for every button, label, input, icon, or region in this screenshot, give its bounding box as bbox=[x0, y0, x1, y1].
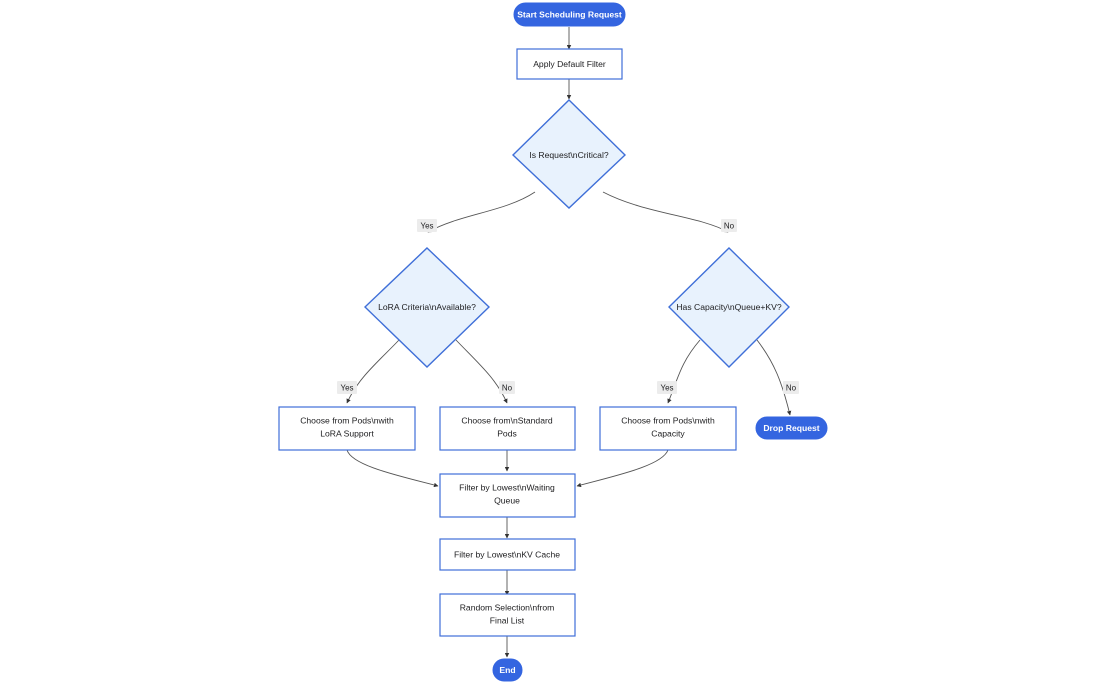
node-lora-criteria-available[interactable]: LoRA Criteria\nAvailable? bbox=[363, 247, 491, 368]
node-filter-waiting-queue-shape[interactable] bbox=[439, 473, 576, 518]
node-has-capacity-queue-kv[interactable]: Has Capacity\nQueue+KV? bbox=[668, 247, 790, 368]
node-drop-request-shape[interactable] bbox=[755, 416, 828, 440]
node-drop-request-label: Drop Request bbox=[763, 423, 819, 433]
node-choose-pods-capacity-label-line1: Choose from Pods\nwith bbox=[621, 415, 715, 425]
node-start-label: Start Scheduling Request bbox=[517, 9, 622, 19]
node-filter-kv-cache[interactable]: Filter by Lowest\nKV Cache bbox=[439, 538, 576, 571]
edge-is-request-critical-to-lora-criteria-yes bbox=[427, 191, 536, 233]
node-choose-pods-capacity[interactable]: Choose from Pods\nwith Capacity bbox=[599, 406, 737, 451]
node-is-request-critical-shape[interactable] bbox=[511, 99, 627, 209]
node-lora-criteria-available-shape[interactable] bbox=[363, 247, 491, 368]
node-choose-pods-lora[interactable]: Choose from Pods\nwith LoRA Support bbox=[278, 406, 416, 451]
edge-choose-pods-lora-to-filter-waiting-queue bbox=[346, 449, 439, 488]
node-apply-default-filter[interactable]: Apply Default Filter bbox=[516, 48, 623, 80]
node-lora-criteria-available-label: LoRA Criteria\nAvailable? bbox=[378, 302, 476, 312]
node-end[interactable]: End bbox=[492, 658, 523, 682]
node-choose-standard-pods-label-line2: Pods bbox=[497, 428, 517, 438]
edge-label-text: No bbox=[786, 384, 797, 393]
edge-label-text: No bbox=[502, 384, 513, 393]
node-filter-kv-cache-shape[interactable] bbox=[439, 538, 576, 571]
edge-has-capacity-to-choose-pods-capacity-yes bbox=[667, 339, 701, 404]
node-has-capacity-queue-kv-label: Has Capacity\nQueue+KV? bbox=[676, 302, 782, 312]
node-random-selection[interactable]: Random Selection\nfrom Final List bbox=[439, 593, 576, 637]
node-is-request-critical-label: Is Request\nCritical? bbox=[529, 150, 609, 160]
edge-has-capacity-to-drop-request-no bbox=[756, 339, 792, 416]
node-end-shape[interactable] bbox=[492, 658, 523, 682]
node-random-selection-label-line2: Final List bbox=[490, 615, 525, 625]
edge-label-lora-no: No bbox=[499, 381, 515, 394]
edge-is-request-critical-to-has-capacity-no bbox=[602, 191, 729, 233]
node-filter-waiting-queue-label-line1: Filter by Lowest\nWaiting bbox=[459, 482, 555, 492]
edge-label-capacity-no: No bbox=[783, 381, 799, 394]
node-filter-kv-cache-label: Filter by Lowest\nKV Cache bbox=[454, 549, 560, 559]
node-choose-pods-capacity-shape[interactable] bbox=[599, 406, 737, 451]
node-apply-default-filter-label: Apply Default Filter bbox=[533, 59, 606, 69]
node-apply-default-filter-shape[interactable] bbox=[516, 48, 623, 80]
edges-layer bbox=[346, 27, 792, 658]
edge-label-critical-yes: Yes bbox=[417, 219, 437, 232]
node-start[interactable]: Start Scheduling Request bbox=[513, 2, 626, 27]
node-is-request-critical[interactable]: Is Request\nCritical? bbox=[511, 99, 627, 209]
node-end-label: End bbox=[499, 665, 515, 675]
edge-lora-criteria-to-choose-standard-pods-no bbox=[455, 339, 508, 404]
edge-label-text: No bbox=[724, 222, 735, 231]
edge-choose-pods-capacity-to-filter-waiting-queue bbox=[576, 449, 669, 488]
nodes-layer: Start Scheduling Request Apply Default F… bbox=[278, 2, 828, 682]
node-choose-pods-lora-label-line1: Choose from Pods\nwith bbox=[300, 415, 394, 425]
node-has-capacity-queue-kv-shape[interactable] bbox=[668, 247, 790, 368]
edge-lora-criteria-to-choose-pods-lora-yes bbox=[346, 339, 400, 404]
node-choose-standard-pods-label-line1: Choose from\nStandard bbox=[461, 415, 552, 425]
edge-label-text: Yes bbox=[420, 222, 433, 231]
edge-label-lora-yes: Yes bbox=[337, 381, 357, 394]
node-drop-request[interactable]: Drop Request bbox=[755, 416, 828, 440]
node-start-shape[interactable] bbox=[513, 2, 626, 27]
edge-label-capacity-yes: Yes bbox=[657, 381, 677, 394]
edge-label-critical-no: No bbox=[721, 219, 737, 232]
node-choose-standard-pods[interactable]: Choose from\nStandard Pods bbox=[439, 406, 576, 451]
edge-label-text: Yes bbox=[340, 384, 353, 393]
node-choose-pods-lora-shape[interactable] bbox=[278, 406, 416, 451]
node-choose-pods-lora-label-line2: LoRA Support bbox=[320, 428, 374, 438]
node-filter-waiting-queue[interactable]: Filter by Lowest\nWaiting Queue bbox=[439, 473, 576, 518]
node-random-selection-shape[interactable] bbox=[439, 593, 576, 637]
node-choose-standard-pods-shape[interactable] bbox=[439, 406, 576, 451]
node-choose-pods-capacity-label-line2: Capacity bbox=[651, 428, 685, 438]
edge-labels-layer: Yes No Yes No Yes No bbox=[337, 219, 799, 394]
node-random-selection-label-line1: Random Selection\nfrom bbox=[460, 602, 555, 612]
node-filter-waiting-queue-label-line2: Queue bbox=[494, 495, 520, 505]
edge-label-text: Yes bbox=[660, 384, 673, 393]
